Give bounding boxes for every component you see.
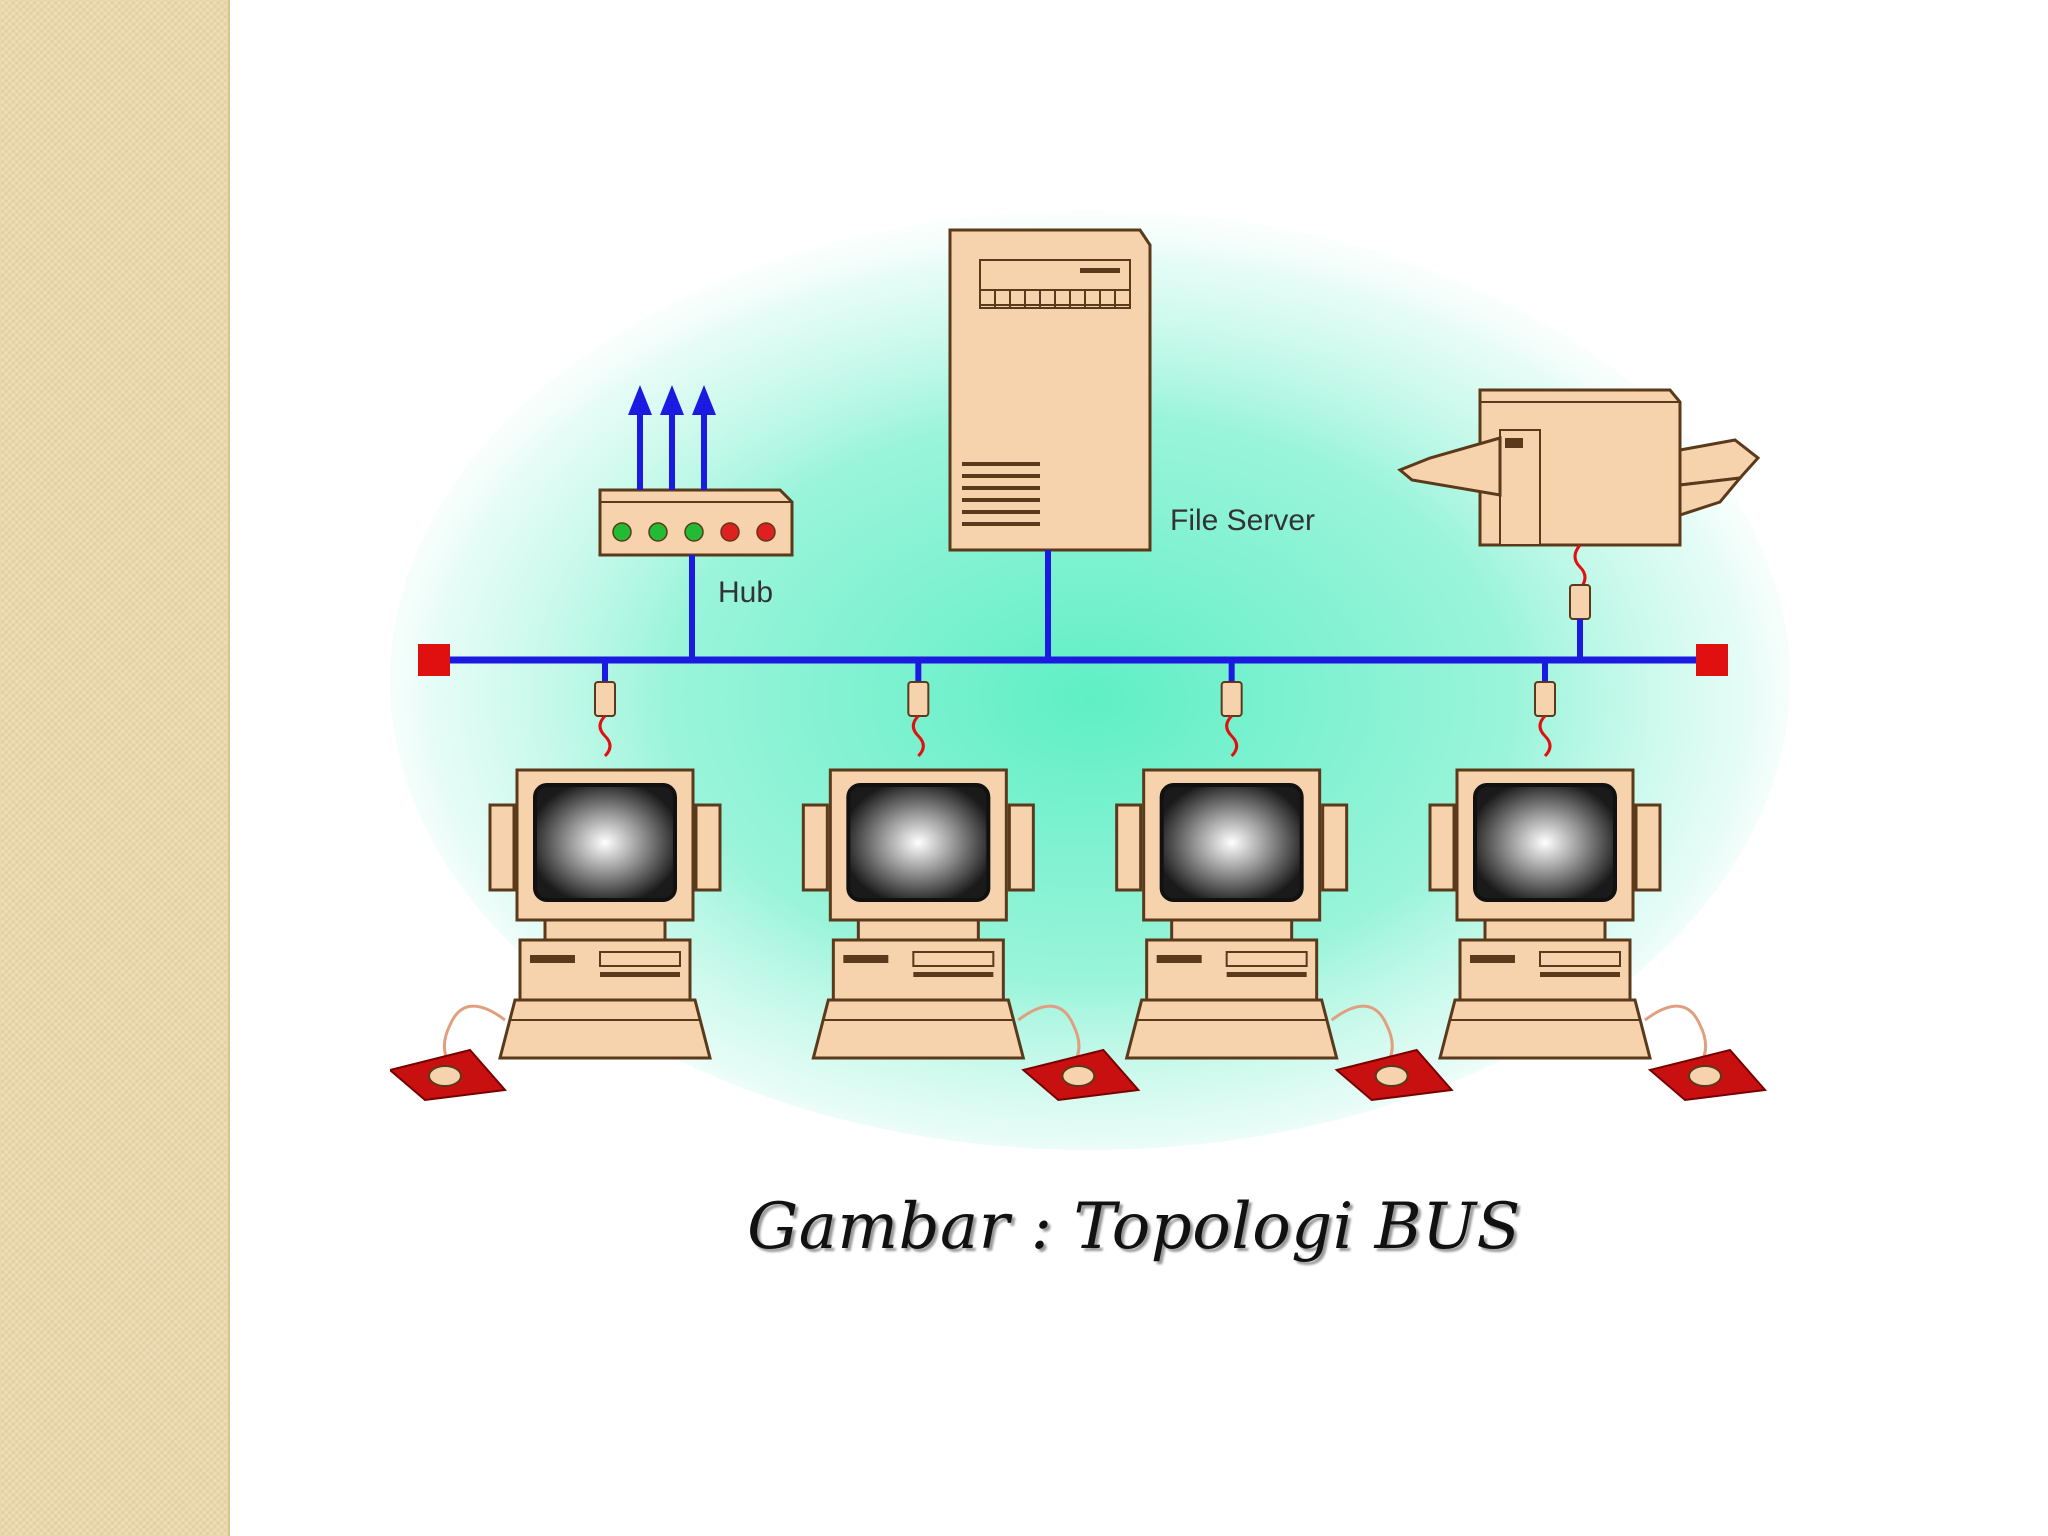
network-connector (1534, 681, 1556, 717)
network-connector (907, 681, 930, 717)
speaker-left (801, 803, 829, 892)
drop-cable (1538, 714, 1552, 758)
drop-cable (598, 714, 612, 758)
hub-uplink-arrows (628, 385, 716, 490)
drop-cable (911, 714, 925, 758)
monitor-screen (1473, 783, 1617, 902)
mouse (1688, 1065, 1722, 1087)
keyboard (498, 998, 712, 1060)
hub-led (648, 522, 668, 542)
keyboard (1438, 998, 1652, 1060)
bus-topology-diagram: File Server Hub (390, 210, 1790, 1150)
speaker-right (1634, 803, 1662, 892)
file-server-label: File Server (1170, 504, 1315, 537)
speaker-right (694, 803, 722, 892)
monitor-screen (1159, 783, 1304, 902)
bus-terminator-left (418, 644, 450, 676)
caption-text: Gambar : Topologi BUS (747, 1190, 1521, 1264)
speaker-right (1007, 803, 1035, 892)
hub-led (684, 522, 704, 542)
bus-terminator-right (1696, 644, 1728, 676)
printer (1397, 388, 1761, 547)
hub-led (756, 522, 776, 542)
hub-led (720, 522, 740, 542)
hub-led (612, 522, 632, 542)
speaker-left (1428, 803, 1456, 892)
caption: Gambar : Topologi BUS (0, 1190, 2048, 1264)
keyboard (811, 998, 1026, 1060)
monitor-screen (533, 783, 677, 902)
workstation (390, 660, 722, 1102)
uplink-arrow (660, 385, 684, 490)
side-decoration-strip (0, 0, 230, 1536)
workstation (1428, 660, 1767, 1102)
monitor-screen (846, 783, 991, 902)
background-glow (390, 210, 1790, 1150)
mouse (1061, 1065, 1096, 1087)
system-unit (1458, 938, 1632, 1002)
uplink-arrow (628, 385, 652, 490)
workstation (801, 660, 1141, 1102)
speaker-left (488, 803, 516, 892)
mouse (428, 1065, 462, 1087)
speaker-right (1321, 803, 1349, 892)
mouse (1374, 1065, 1409, 1087)
network-connector (594, 681, 616, 717)
drop-cable (1225, 714, 1239, 758)
hub-label: Hub (718, 576, 773, 609)
uplink-arrow (692, 385, 716, 490)
printer-tap (1569, 544, 1591, 660)
workstation-group (390, 660, 1767, 1102)
keyboard (1124, 998, 1339, 1060)
workstation (1115, 660, 1454, 1102)
system-unit (1145, 938, 1319, 1002)
speaker-left (1115, 803, 1143, 892)
system-unit (831, 938, 1005, 1002)
file-server (948, 228, 1152, 552)
network-connector (1220, 681, 1243, 717)
system-unit (518, 938, 692, 1002)
hub-led-group (612, 522, 776, 542)
